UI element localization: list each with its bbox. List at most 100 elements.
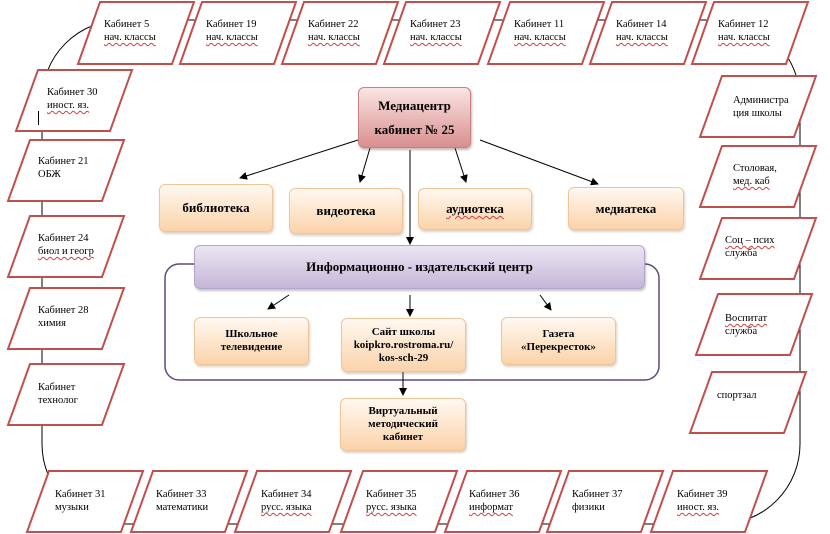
room-subject: служба <box>725 326 758 337</box>
room-number: Кабинет 34 <box>261 489 312 500</box>
room-number: Кабинет 33 <box>156 489 207 500</box>
school-site-box: Сайт школы koipkro.rostroma.ru/ kos-sch-… <box>341 318 466 372</box>
room-number: Кабинет 37 <box>572 489 623 500</box>
bottom-room-shape <box>443 470 563 533</box>
left-room-shape <box>6 363 126 426</box>
top-room-shape <box>486 1 606 65</box>
room-subject: математики <box>156 502 209 513</box>
room-subject: русс. языка <box>366 502 417 513</box>
media-library-label: медиатека <box>595 200 657 216</box>
room-subject: иност. яз. <box>47 100 90 111</box>
room-number: Кабинет 12 <box>718 19 769 30</box>
room-subject: русс. языка <box>261 502 312 513</box>
room-shapes <box>6 1 818 533</box>
bottom-room-shape <box>129 470 249 533</box>
room-number: Кабинет 36 <box>469 489 520 500</box>
left-room-shape <box>6 139 126 202</box>
left-room-label: Кабинет 30 иност. яз. <box>47 86 97 112</box>
bottom-room-shape <box>649 470 769 533</box>
top-room-shape <box>690 1 810 65</box>
right-room-label: Воспитат служба <box>725 312 767 338</box>
room-subject: иност. яз. <box>677 502 720 513</box>
room-subject: нач. классы <box>206 32 258 43</box>
right-room-label: спортзал <box>717 389 757 402</box>
room-number: Кабинет <box>38 382 76 393</box>
library-label: библиотека <box>182 200 250 215</box>
bottom-room-label: Кабинет 39 иност. яз. <box>677 488 727 514</box>
room-subject: нач. классы <box>308 32 360 43</box>
left-room-shape <box>6 287 126 350</box>
top-room-shape <box>588 1 708 65</box>
media-library-box: медиатека <box>568 187 684 230</box>
room-subject: технолог <box>38 395 78 406</box>
top-room-label: Кабинет 12 нач. классы <box>718 18 770 44</box>
publishing-center-label: Информационно - издательский центр <box>306 259 533 274</box>
right-room-shape <box>698 217 818 280</box>
bottom-room-shape <box>25 470 145 533</box>
top-room-label: Кабинет 11 нач. классы <box>514 18 566 44</box>
room-number: Кабинет 5 <box>104 19 150 30</box>
room-number: Кабинет 28 <box>38 305 89 316</box>
arrow-to-video <box>358 147 371 183</box>
top-room-label: Кабинет 23 нач. классы <box>410 18 462 44</box>
video-library-label: видеотека <box>316 203 376 218</box>
library-box: библиотека <box>159 184 273 232</box>
right-room-shape <box>698 145 818 208</box>
room-number: Воспитат <box>725 313 768 324</box>
top-room-shape <box>178 1 298 65</box>
bottom-room-label: Кабинет 31 музыки <box>55 488 105 514</box>
room-number: Кабинет 31 <box>55 489 106 500</box>
room-number: Кабинет 21 <box>38 156 89 167</box>
left-room-shape <box>6 215 126 278</box>
publishing-center-bar: Информационно - издательский центр <box>194 245 645 289</box>
top-room-shape <box>280 1 400 65</box>
room-number: спортзал <box>717 390 757 401</box>
top-room-label: Кабинет 5 нач. классы <box>104 18 156 44</box>
bottom-room-label: Кабинет 33 математики <box>156 488 208 514</box>
bottom-room-label: Кабинет 36 информат <box>469 488 519 514</box>
room-number: Кабинет 39 <box>677 489 728 500</box>
room-number: Кабинет 23 <box>410 19 461 30</box>
text-cursor <box>38 111 39 125</box>
arrow-to-audio <box>454 147 468 183</box>
room-subject: биол и геогр <box>38 246 94 257</box>
room-subject: мед. каб <box>733 176 770 187</box>
top-room-shape <box>76 1 196 65</box>
media-center-title: Медиацентр кабинет № 25 <box>358 87 471 148</box>
bottom-room-shape <box>233 470 353 533</box>
room-subject: нач. классы <box>410 32 462 43</box>
right-room-shape <box>698 75 818 138</box>
room-subject: нач. классы <box>104 32 156 43</box>
room-subject: информат <box>469 502 513 513</box>
arrow-to-library <box>239 139 359 180</box>
school-tv-box: Школьное телевидение <box>194 317 309 365</box>
bottom-room-shape <box>545 470 665 533</box>
room-subject: нач. классы <box>718 32 770 43</box>
room-number: Кабинет 22 <box>308 19 359 30</box>
bottom-room-label: Кабинет 34 русс. языка <box>261 488 312 514</box>
right-room-shape <box>694 293 814 356</box>
room-subject: химия <box>38 318 66 329</box>
room-subject: ОБЖ <box>38 169 61 180</box>
video-library-box: видеотека <box>289 188 403 234</box>
room-number: Кабинет 11 <box>514 19 565 30</box>
room-number: Кабинет 30 <box>47 87 98 98</box>
room-subject: музыки <box>55 502 89 513</box>
bottom-room-shape <box>339 470 459 533</box>
virtual-cabinet-box: Виртуальный методический кабинет <box>340 398 466 451</box>
top-room-label: Кабинет 22 нач. классы <box>308 18 360 44</box>
right-room-shape <box>688 371 808 434</box>
room-subject: служба <box>725 248 758 259</box>
right-room-label: Столовая,мед. каб <box>733 162 777 188</box>
room-subject: нач. классы <box>514 32 566 43</box>
left-room-label: Кабинет 28 химия <box>38 304 88 330</box>
arrow-to-newspaper <box>539 294 552 311</box>
